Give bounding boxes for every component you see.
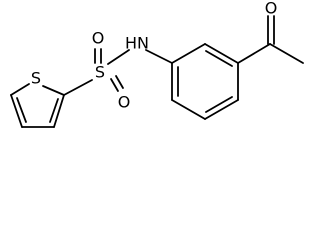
amine-nitrogen-label: N — [137, 34, 149, 53]
bond-carbonyl-methyl — [269, 43, 304, 64]
bond-n-c1 — [145, 49, 173, 64]
bond-sulfonyl-n — [107, 49, 130, 65]
sulfonyl-sulfur-label: S — [95, 63, 105, 82]
bond-c4-c5-inner — [16, 97, 27, 123]
amine-hydrogen-label: H — [125, 34, 137, 53]
benzene-ring — [171, 43, 239, 120]
bond-c4-c5-inner — [205, 96, 233, 113]
bond-ring-carbonyl — [237, 43, 271, 64]
thiophene-sulfur-label: S — [31, 69, 41, 88]
bond-c5-s — [10, 83, 30, 96]
bond-s-o-bottom-b — [115, 75, 124, 89]
structure-canvas: S S O O N H O — [10, 0, 304, 128]
bond-c5-c6 — [171, 99, 206, 120]
bond-c2-sulfonyl — [63, 79, 93, 96]
bond-c4-c5 — [10, 94, 23, 128]
bond-c1-c2 — [171, 43, 206, 64]
sulfonyl-oxygen-top-label: O — [92, 29, 105, 48]
sulfonyl-oxygens — [94, 48, 124, 92]
bond-s-o-bottom-a — [110, 78, 119, 92]
bond-c2-c3-inner — [205, 50, 233, 67]
ketone-oxygen-label: O — [265, 0, 278, 18]
molecule-diagram: S S O O N H O — [10, 0, 304, 128]
atom-labels: S S O O N H O — [31, 0, 277, 112]
bond-c2-c3 — [204, 43, 239, 64]
sulfonyl-oxygen-bottom-label: O — [118, 93, 131, 112]
bond-c2-c3 — [53, 94, 65, 128]
thiophene-ring — [10, 83, 65, 128]
bond-c4-c5 — [204, 99, 239, 120]
bond-s-c2 — [42, 85, 65, 96]
bond-c2-c3-inner — [49, 98, 59, 123]
acetyl-group — [237, 15, 304, 64]
